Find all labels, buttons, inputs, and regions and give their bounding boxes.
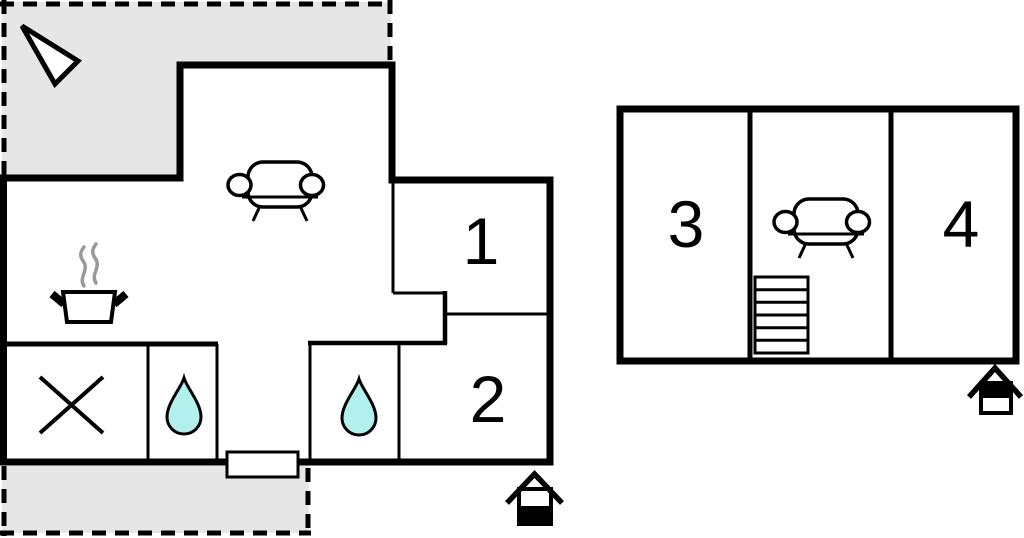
upper-level-house-icon — [966, 363, 1024, 415]
water-drop-icon — [165, 372, 203, 436]
terrace-top — [0, 0, 393, 176]
water-drop-icon — [340, 373, 378, 437]
room-1-label: 1 — [463, 204, 500, 278]
sofa-icon — [226, 160, 326, 222]
cross-icon — [38, 375, 105, 435]
ground-level-house-icon — [505, 470, 564, 526]
room-2-label: 2 — [470, 362, 507, 436]
upper-floor-interior-walls — [747, 109, 894, 361]
ground-floor-interior-walls — [0, 180, 550, 462]
ground-floor-exterior-wall — [0, 61, 554, 466]
cooking-pot-icon — [49, 290, 129, 324]
north-arrow-icon — [19, 23, 82, 89]
room-4-label: 4 — [943, 187, 980, 261]
door — [225, 450, 300, 479]
sofa-icon — [772, 197, 872, 259]
stairs-icon — [753, 275, 810, 355]
room-3-label: 3 — [668, 187, 705, 261]
steam-icon — [79, 242, 99, 288]
